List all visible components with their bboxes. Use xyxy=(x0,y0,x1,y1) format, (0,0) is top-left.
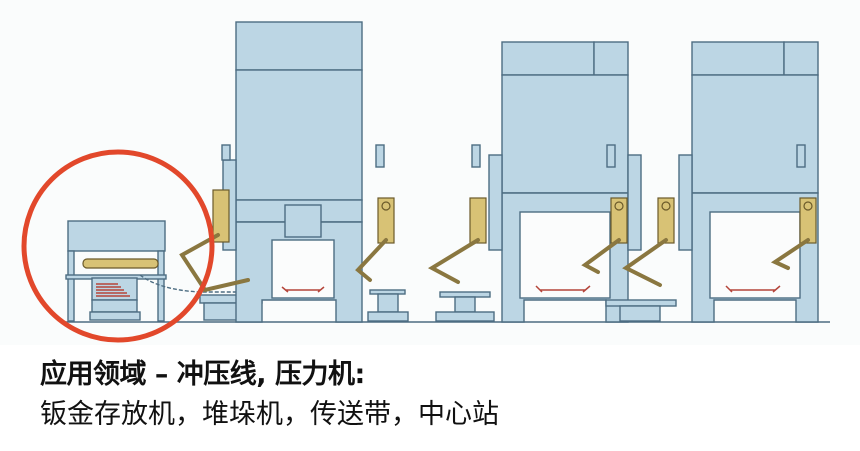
robot-arm-5 xyxy=(622,197,675,287)
press-3 xyxy=(678,41,819,323)
caption-items: 钣金存放机，堆垛机，传送带，中心站 xyxy=(40,399,499,430)
robot-arm-3 xyxy=(427,144,487,284)
press-2 xyxy=(488,41,642,323)
robot-arm-1 xyxy=(179,144,250,293)
center-station-3 xyxy=(605,299,677,322)
center-station-2 xyxy=(435,291,495,322)
robot-arm-6 xyxy=(770,144,817,270)
highlight-circle xyxy=(21,149,215,343)
robot-arm-2 xyxy=(355,144,395,282)
press-line-diagram: .m{fill:#bcd6e4;stroke:#4d6d82;stroke-wi… xyxy=(21,21,830,343)
press-1 xyxy=(222,21,363,323)
robot-arm-4 xyxy=(581,144,628,274)
blank-destacker xyxy=(65,220,167,322)
caption-heading: 应用领域 – 冲压线, 压力机: xyxy=(40,359,365,390)
center-station-1 xyxy=(367,289,409,322)
